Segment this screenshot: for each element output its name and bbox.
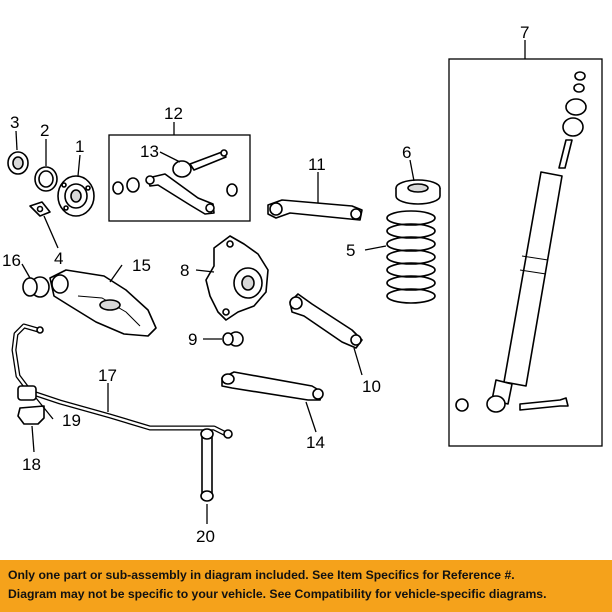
callout-17: 17 xyxy=(98,366,117,385)
part-11-upper-link xyxy=(267,199,363,221)
part-5-coil-spring xyxy=(386,210,436,304)
part-14-lateral-link xyxy=(221,371,324,401)
callout-10: 10 xyxy=(362,377,381,396)
callout-11: 11 xyxy=(308,155,326,174)
disclaimer-line-2: Diagram may not be specific to your vehi… xyxy=(8,587,547,601)
part-3-bearing xyxy=(7,151,29,175)
suspension-parts-diagram: 3 2 1 4 12 13 11 6 5 7 8 9 10 15 16 17 1… xyxy=(2,23,603,546)
part-12-link-kit xyxy=(112,149,238,215)
link-kit-box xyxy=(108,134,251,222)
part-10-lower-link xyxy=(289,293,363,349)
part-15-trailing-arm xyxy=(49,269,157,337)
callout-4: 4 xyxy=(54,249,63,268)
callout-14: 14 xyxy=(306,433,325,452)
callout-18: 18 xyxy=(22,455,41,474)
part-19-bushing xyxy=(17,385,37,401)
part-18-bracket xyxy=(17,405,45,425)
callout-numbers: 3 2 1 4 12 13 11 6 5 7 8 9 10 15 16 17 1… xyxy=(2,23,529,546)
part-20-stabilizer-link xyxy=(200,428,214,502)
part-2-seal xyxy=(34,166,58,192)
callout-12: 12 xyxy=(164,104,183,123)
callout-6: 6 xyxy=(402,143,411,162)
callout-15: 15 xyxy=(132,256,151,275)
part-4-clip xyxy=(29,201,51,217)
callout-20: 20 xyxy=(196,527,215,546)
callout-1: 1 xyxy=(75,137,84,156)
part-1-hub xyxy=(57,175,95,217)
callout-3: 3 xyxy=(10,113,19,132)
callout-8: 8 xyxy=(180,261,189,280)
callout-7: 7 xyxy=(520,23,529,42)
disclaimer-line-1: Only one part or sub-assembly in diagram… xyxy=(8,568,515,582)
part-16-bushing xyxy=(22,276,50,298)
disclaimer-banner: Only one part or sub-assembly in diagram… xyxy=(0,560,612,612)
callout-19: 19 xyxy=(62,411,81,430)
callout-2: 2 xyxy=(40,121,49,140)
part-17-stabilizer-bar xyxy=(11,323,233,439)
callout-5: 5 xyxy=(346,241,355,260)
part-9-bushing xyxy=(222,331,244,347)
callout-16: 16 xyxy=(2,251,21,270)
part-8-knuckle xyxy=(205,235,269,321)
leader-lines xyxy=(15,40,526,524)
part-7-shock-absorber xyxy=(455,71,587,413)
callout-13: 13 xyxy=(140,142,159,161)
shock-group-box xyxy=(448,58,603,447)
callout-9: 9 xyxy=(188,330,197,349)
part-6-spring-seat xyxy=(395,179,441,205)
